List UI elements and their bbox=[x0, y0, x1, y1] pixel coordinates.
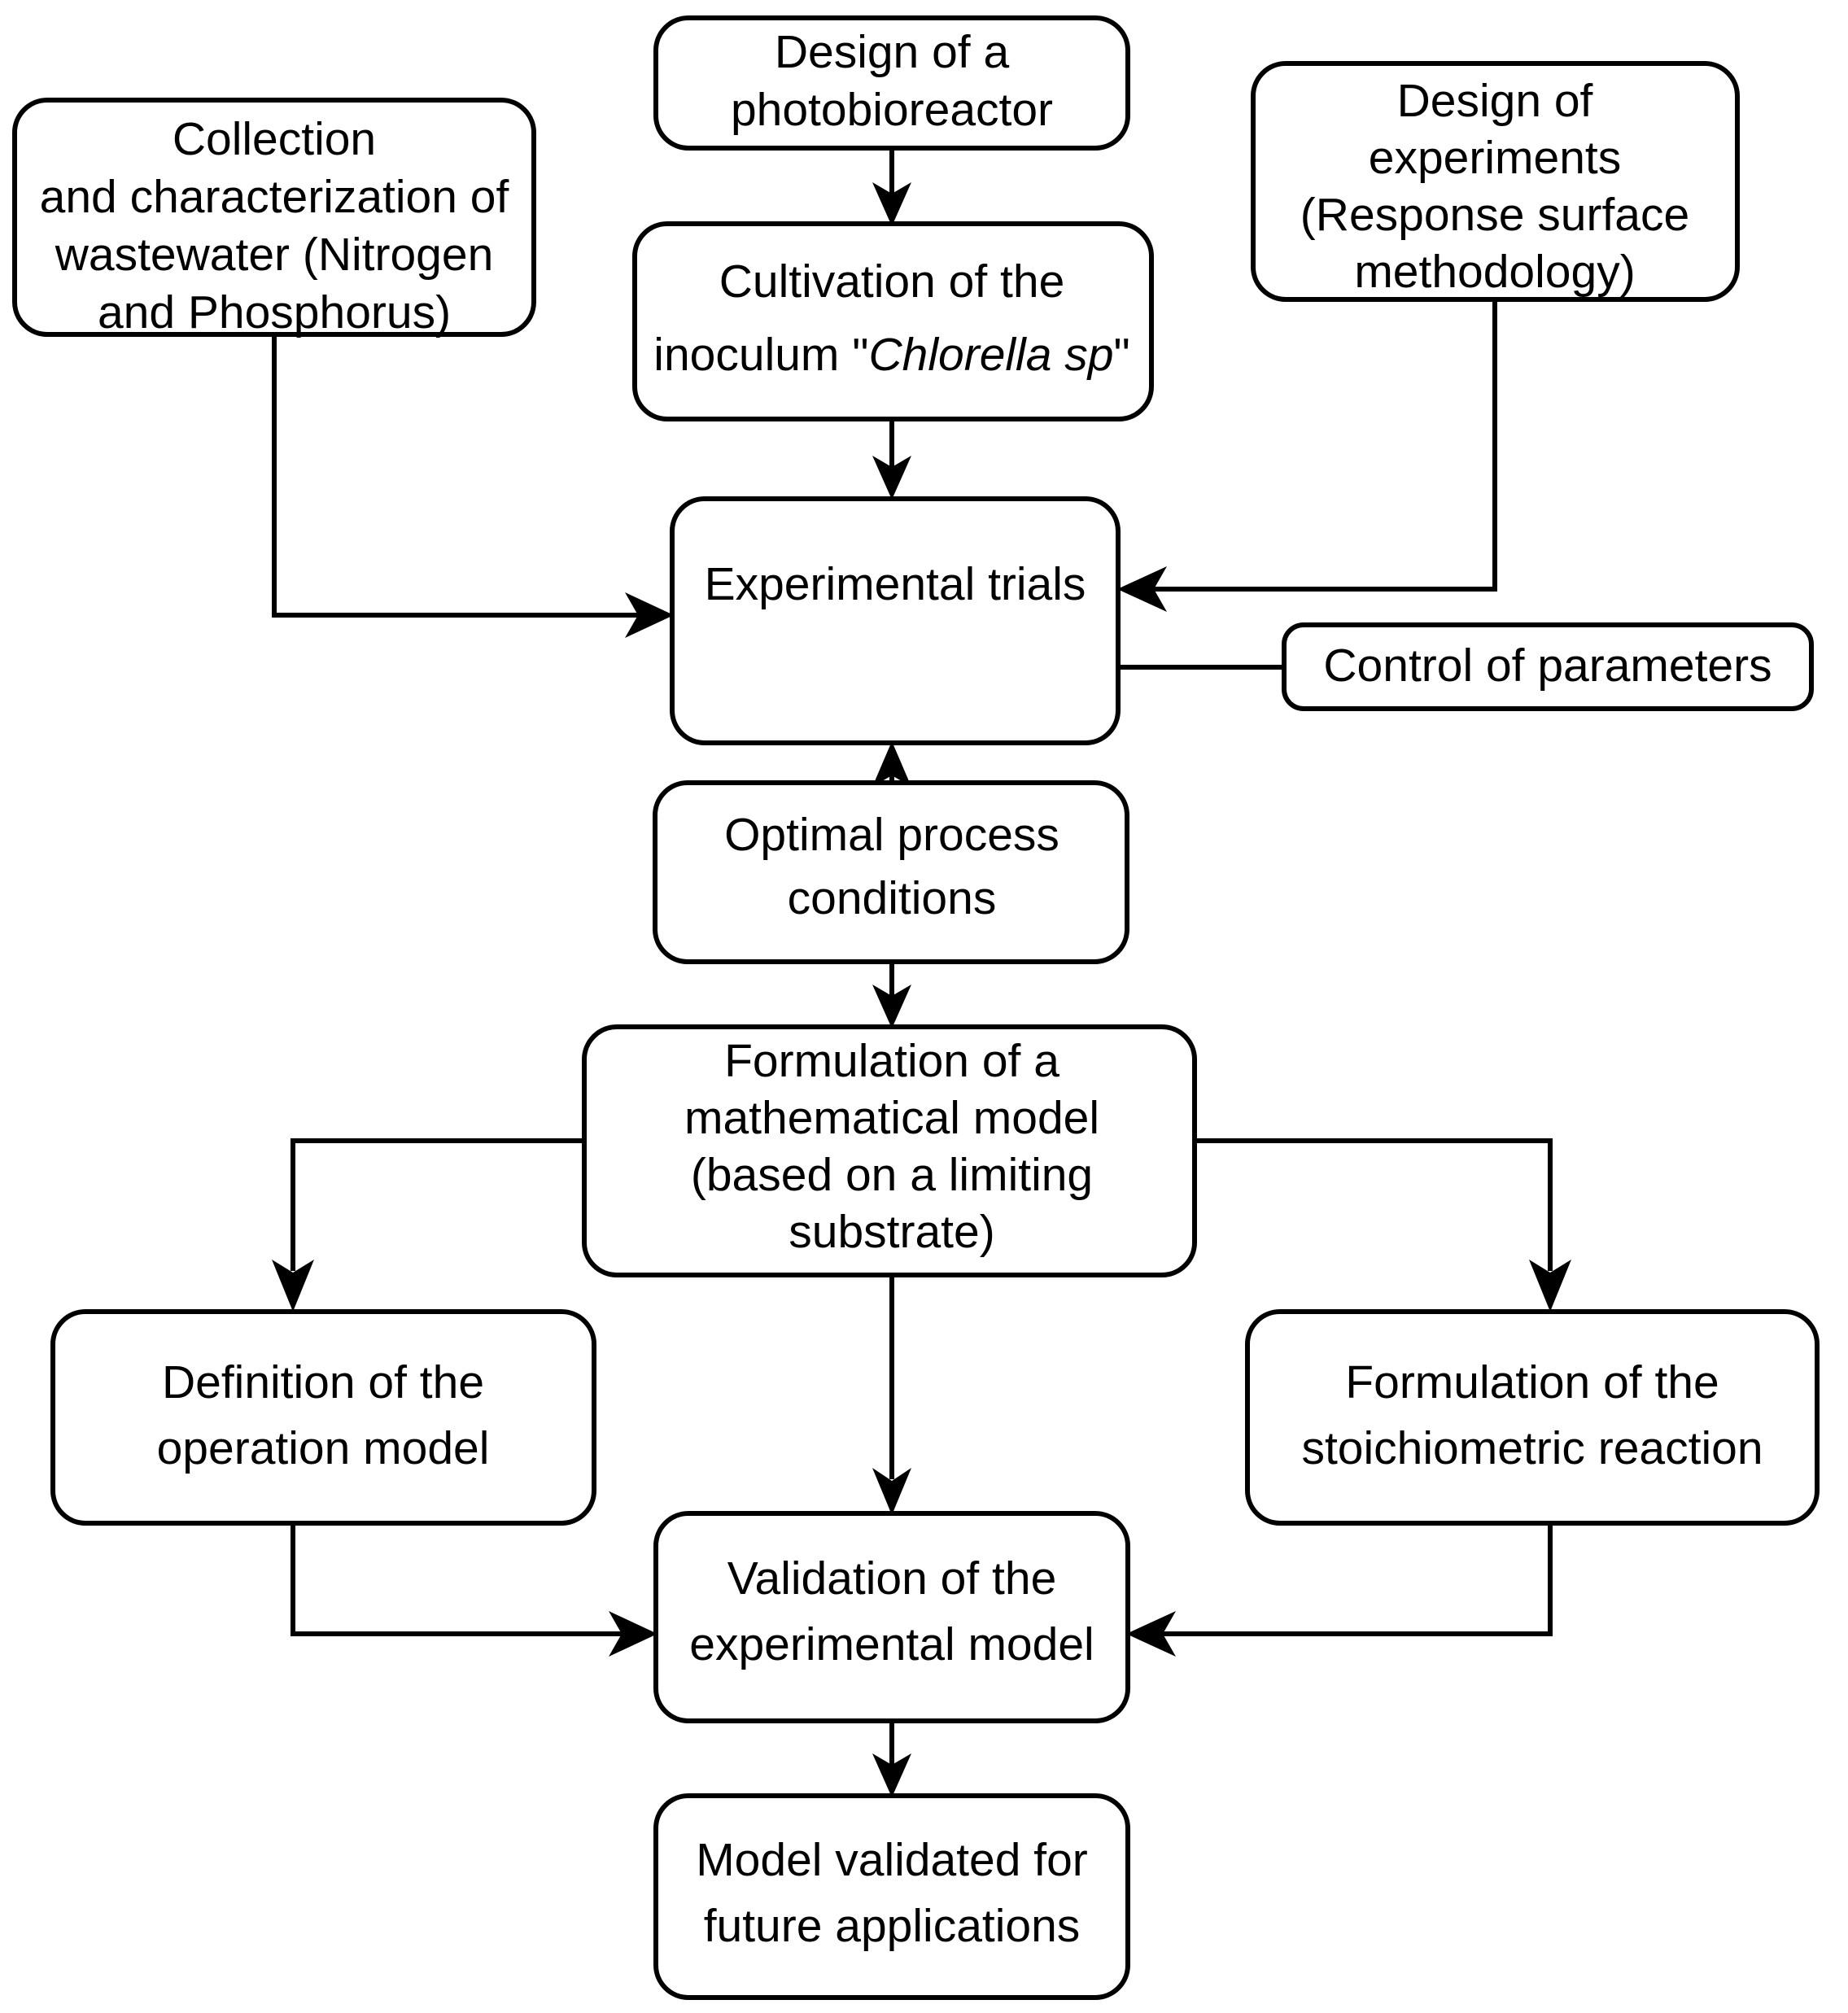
optimal-conditions-line-1: Optimal process bbox=[724, 809, 1059, 861]
operation-model-line-2: operation model bbox=[157, 1422, 490, 1474]
node-design-of-photobioreactor[interactable]: Design of a photobioreactor bbox=[653, 15, 1130, 151]
node-model-validated-for-future-applications[interactable]: Model validated for future applications bbox=[653, 1793, 1130, 2000]
model-validated-line-1: Model validated for bbox=[696, 1834, 1088, 1886]
math-model-line-2: mathematical model bbox=[684, 1092, 1099, 1144]
stoichiometric-line-1: Formulation of the bbox=[1345, 1356, 1719, 1408]
cultivation-prefix: inoculum " bbox=[653, 329, 868, 381]
node-experimental-trials[interactable]: Experimental trials bbox=[670, 496, 1121, 745]
design-doe-line-2: experiments bbox=[1369, 132, 1621, 184]
design-pbr-line-2: photobioreactor bbox=[731, 84, 1053, 136]
cultivation-line-1: Cultivation of the bbox=[719, 255, 1065, 308]
collection-line-1: Collection bbox=[173, 113, 376, 165]
node-definition-of-operation-model[interactable]: Definition of the operation model bbox=[50, 1309, 596, 1526]
design-doe-line-1: Design of bbox=[1397, 75, 1593, 127]
collection-box[interactable] bbox=[12, 98, 536, 337]
edge-math-model-to-validation bbox=[872, 1275, 911, 1515]
node-validation-of-experimental-model[interactable]: Validation of the experimental model bbox=[653, 1511, 1130, 1723]
node-collection-and-characterization[interactable]: Collection and characterization of waste… bbox=[12, 98, 536, 338]
edge-design-pbr-to-cultivation bbox=[872, 148, 911, 226]
model-validated-line-2: future applications bbox=[704, 1900, 1081, 1952]
experimental-trials-box[interactable] bbox=[670, 496, 1121, 745]
collection-line-2: and characterization of bbox=[40, 171, 509, 223]
cultivation-box[interactable] bbox=[632, 221, 1154, 421]
design-doe-box[interactable] bbox=[1251, 61, 1740, 302]
control-parameters-label: Control of parameters bbox=[1323, 640, 1772, 692]
stoichiometric-line-2: stoichiometric reaction bbox=[1301, 1422, 1763, 1474]
edge-cultivation-to-trials bbox=[872, 419, 911, 500]
design-doe-line-4: methodology) bbox=[1354, 246, 1635, 298]
validation-box[interactable] bbox=[653, 1511, 1130, 1723]
cultivation-line-2: inoculum "Chlorella sp" bbox=[653, 329, 1129, 381]
edge-math-model-to-operation-model bbox=[272, 1138, 584, 1312]
node-optimal-process-conditions[interactable]: Optimal process conditions bbox=[653, 780, 1129, 964]
edge-collection-to-trials bbox=[272, 334, 674, 638]
design-pbr-line-1: Design of a bbox=[775, 26, 1010, 78]
node-formulation-of-stoichiometric-reaction[interactable]: Formulation of the stoichiometric reacti… bbox=[1245, 1309, 1820, 1526]
optimal-conditions-line-2: conditions bbox=[788, 872, 997, 924]
node-cultivation-of-inoculum[interactable]: Cultivation of the inoculum "Chlorella s… bbox=[632, 221, 1154, 421]
collection-line-3: wastewater (Nitrogen bbox=[55, 229, 494, 281]
control-parameters-box[interactable] bbox=[1282, 622, 1814, 711]
math-model-line-1: Formulation of a bbox=[724, 1035, 1059, 1087]
operation-model-line-1: Definition of the bbox=[162, 1356, 484, 1408]
edge-math-model-to-stoichiometric bbox=[1195, 1138, 1571, 1312]
design-pbr-box[interactable] bbox=[653, 15, 1130, 151]
node-control-of-parameters[interactable]: Control of parameters bbox=[1282, 622, 1814, 711]
edge-stoichiometric-to-validation bbox=[1126, 1523, 1553, 1657]
math-model-box[interactable] bbox=[582, 1024, 1197, 1277]
validation-line-1: Validation of the bbox=[727, 1552, 1057, 1605]
cultivation-suffix: " bbox=[1113, 329, 1129, 381]
edge-validation-to-model-validated bbox=[872, 1721, 911, 1797]
math-model-line-3: (based on a limiting bbox=[691, 1149, 1093, 1201]
design-doe-line-3: (Response surface bbox=[1300, 189, 1689, 241]
operation-model-box[interactable] bbox=[50, 1309, 596, 1526]
edge-doe-to-trials bbox=[1117, 299, 1497, 612]
species-name-italic: Chlorella sp bbox=[868, 329, 1113, 381]
node-design-of-experiments[interactable]: Design of experiments (Response surface … bbox=[1251, 61, 1740, 302]
math-model-line-4: substrate) bbox=[789, 1206, 994, 1258]
edge-operation-model-to-validation bbox=[291, 1523, 658, 1657]
edge-optimal-conditions-to-math-model bbox=[872, 962, 911, 1028]
validation-line-2: experimental model bbox=[689, 1618, 1094, 1670]
node-formulation-of-mathematical-model[interactable]: Formulation of a mathematical model (bas… bbox=[582, 1024, 1197, 1277]
stoichiometric-box[interactable] bbox=[1245, 1309, 1820, 1526]
collection-line-4: and Phosphorus) bbox=[98, 286, 451, 338]
model-validated-box[interactable] bbox=[653, 1793, 1130, 2000]
optimal-conditions-box[interactable] bbox=[653, 780, 1129, 964]
experimental-trials-label: Experimental trials bbox=[705, 558, 1086, 610]
